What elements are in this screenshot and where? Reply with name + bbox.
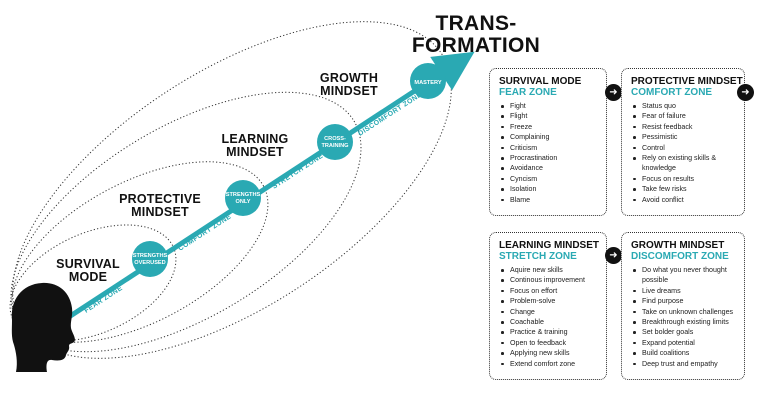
list-item: Find purpose — [631, 296, 738, 306]
zone-label-fear: FEAR ZONE — [83, 285, 124, 315]
svg-text:STRENGTHS: STRENGTHS — [226, 192, 261, 198]
zone-label-discomfort: DISCOMFORT ZONE — [357, 91, 423, 137]
card-learning-mindset: LEARNING MINDSET STRETCH ZONE Aquire new… — [489, 232, 607, 380]
list-item: Avoidance — [499, 163, 600, 173]
node-mastery: MASTERY — [410, 63, 446, 99]
list-item: Build coalitions — [631, 348, 738, 358]
list-item: Set bolder goals — [631, 327, 738, 337]
list-item: Focus on effort — [499, 286, 600, 296]
list-item: Continous improvement — [499, 275, 600, 285]
list-item: Take few risks — [631, 184, 738, 194]
card-subtitle: STRETCH ZONE — [499, 251, 577, 262]
transformation-title: TRANS- FORMATION — [412, 12, 540, 57]
svg-text:TRANS-: TRANS- — [435, 12, 516, 35]
list-item: Coachable — [499, 317, 600, 327]
list-item: Deep trust and empathy — [631, 359, 738, 369]
card-growth-mindset: GROWTH MINDSET DISCOMFORT ZONE Do what y… — [621, 232, 745, 380]
arrow-right-icon: ➜ — [605, 84, 622, 101]
card-list: Status quo Fear of failure Resist feedba… — [631, 101, 738, 205]
list-item: Avoid conflict — [631, 195, 738, 205]
svg-text:MINDSET: MINDSET — [131, 205, 189, 219]
list-item: Complaining — [499, 132, 600, 142]
svg-text:LEARNING: LEARNING — [222, 132, 289, 146]
svg-text:PROTECTIVE: PROTECTIVE — [119, 192, 201, 206]
list-item: Aquire new skills — [499, 265, 600, 275]
list-item: Take on unknown challenges — [631, 307, 738, 317]
stage-title-growth: GROWTH MINDSET — [320, 71, 378, 98]
card-list: Do what you never thought possible Live … — [631, 265, 738, 369]
card-subtitle: COMFORT ZONE — [631, 87, 713, 98]
svg-text:FORMATION: FORMATION — [412, 34, 540, 57]
svg-text:OVERUSED: OVERUSED — [134, 260, 165, 266]
arrow-right-icon: ➜ — [737, 84, 754, 101]
list-item: Resist feedback — [631, 122, 738, 132]
list-item: Fear of failure — [631, 111, 738, 121]
zone-label-comfort: COMFORT ZONE — [177, 213, 232, 252]
list-item: Practice & training — [499, 327, 600, 337]
card-list: Aquire new skills Continous improvement … — [499, 265, 600, 369]
svg-text:MINDSET: MINDSET — [226, 145, 284, 159]
stage-title-protective: PROTECTIVE MINDSET — [119, 192, 201, 219]
card-title: SURVIVAL MODE — [499, 76, 582, 87]
svg-text:CROSS-: CROSS- — [324, 136, 346, 142]
card-title: GROWTH MINDSET — [631, 240, 725, 251]
list-item: Flight — [499, 111, 600, 121]
list-item: Problem-solve — [499, 296, 600, 306]
arrow-right-icon: ➜ — [605, 247, 622, 264]
svg-text:SURVIVAL: SURVIVAL — [56, 257, 120, 271]
card-protective-mindset: PROTECTIVE MINDSET COMFORT ZONE Status q… — [621, 68, 745, 216]
comfort-zone-ellipse — [11, 161, 269, 343]
card-subtitle: FEAR ZONE — [499, 87, 557, 98]
list-item: Rely on existing skills & knowledge — [631, 153, 738, 174]
card-survival-mode: SURVIVAL MODE FEAR ZONE Fight Flight Fre… — [489, 68, 607, 216]
list-item: Extend comfort zone — [499, 359, 600, 369]
list-item: Status quo — [631, 101, 738, 111]
list-item: Breakthrough existing limits — [631, 317, 738, 327]
stage-title-learning: LEARNING MINDSET — [222, 132, 289, 159]
card-title: LEARNING MINDSET — [499, 240, 599, 251]
list-item: Fight — [499, 101, 600, 111]
card-title: PROTECTIVE MINDSET — [631, 76, 743, 87]
svg-text:MINDSET: MINDSET — [320, 84, 378, 98]
list-item: Pessimistic — [631, 132, 738, 142]
stretch-zone-ellipse — [10, 91, 362, 353]
human-head-silhouette-icon — [11, 282, 75, 372]
svg-text:MODE: MODE — [69, 270, 107, 284]
list-item: Blame — [499, 195, 600, 205]
list-item: Live dreams — [631, 286, 738, 296]
svg-text:ONLY: ONLY — [235, 199, 250, 205]
list-item: Isolation — [499, 184, 600, 194]
card-list: Fight Flight Freeze Complaining Criticis… — [499, 101, 600, 205]
node-cross-training: CROSS- TRAINING — [317, 124, 353, 160]
stage-title-survival: SURVIVAL MODE — [56, 257, 120, 284]
card-subtitle: DISCOMFORT ZONE — [631, 251, 729, 262]
list-item: Freeze — [499, 122, 600, 132]
list-item: Cyncism — [499, 174, 600, 184]
list-item: Change — [499, 307, 600, 317]
list-item: Expand potential — [631, 338, 738, 348]
list-item: Open to feedback — [499, 338, 600, 348]
list-item: Applying new skills — [499, 348, 600, 358]
list-item: Focus on results — [631, 174, 738, 184]
list-item: Do what you never thought possible — [631, 265, 738, 286]
list-item: Criticism — [499, 143, 600, 153]
node-strengths-only: STRENGTHS ONLY — [225, 180, 261, 216]
list-item: Control — [631, 143, 738, 153]
svg-text:STRENGTHS: STRENGTHS — [133, 253, 168, 259]
list-item: Procrastination — [499, 153, 600, 163]
svg-text:GROWTH: GROWTH — [320, 71, 378, 85]
svg-text:MASTERY: MASTERY — [414, 80, 441, 86]
node-strengths-overused: STRENGTHS OVERUSED — [132, 241, 168, 277]
svg-text:TRAINING: TRAINING — [321, 143, 348, 149]
